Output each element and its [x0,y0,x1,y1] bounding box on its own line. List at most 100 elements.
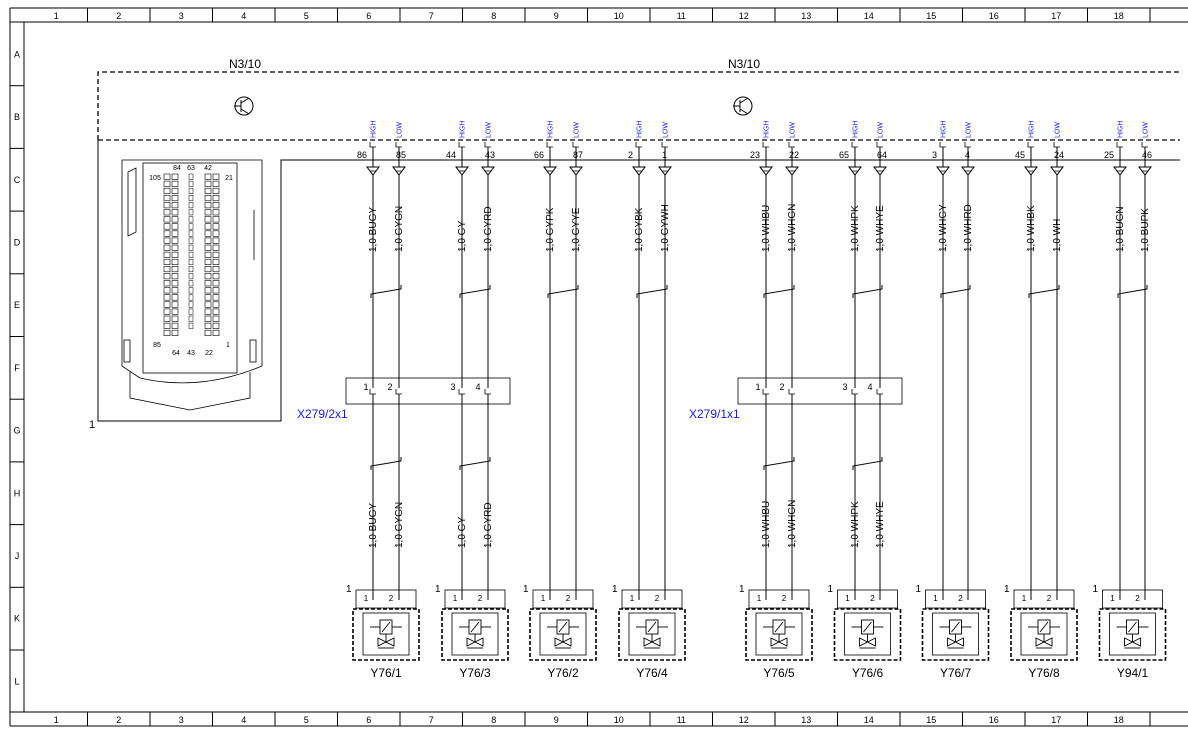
wire: HIGH251,0 BUGN [1104,121,1127,600]
wire: HIGH31,0 WHGY [932,121,950,600]
pin-type-label: LOW [1055,122,1062,138]
column-number: 14 [864,11,874,21]
valve-pin-label: 1 [757,594,762,603]
valve-pin-label: 2 [958,594,963,603]
pin-contact-mark [369,142,376,148]
valve-label: Y76/1 [370,666,402,680]
pin-label: 1 [226,342,230,349]
pin-cell [188,294,194,301]
row-letter: L [14,676,19,686]
pin-cell [204,244,212,251]
pin-cell [204,173,212,180]
column-number: 6 [366,715,371,725]
row-letter: G [13,426,20,436]
transistor-icon [234,96,254,116]
valve-connector-ref: 1 [739,584,745,595]
pin-contact-mark [876,142,883,148]
pin-cell [212,280,220,287]
pin-cell [212,251,220,258]
pin-cell [204,230,212,237]
pin-contact-mark [572,142,579,148]
pin-cell [212,187,220,194]
wire-color-label-lower: 1,0 WHGN [787,500,798,548]
column-number: 11 [677,11,686,21]
pin-cell [171,265,179,273]
control-unit-pin-number: 43 [485,150,495,160]
connector-pin-label: 4 [867,382,872,392]
twisted-pair-mark [852,457,883,470]
column-number: 18 [1114,11,1124,21]
row-letter: H [14,488,21,498]
pin-cell [188,223,194,230]
wire: HIGH451,0 WHBK [1015,121,1038,600]
column-number: 12 [739,715,749,725]
valve-housing [1010,608,1078,661]
pin-cell [212,202,220,209]
pin-cell [163,258,171,266]
pin-cell [212,308,220,315]
pin-cell [163,315,171,322]
pin-cell [163,230,171,237]
connector-pin-label: 2 [779,382,784,392]
twisted-pair-mark [852,285,883,298]
pin-type-label: LOW [397,122,404,138]
pin-cell [188,230,194,237]
wire-color-label-lower: 1,0 BUGY [368,503,379,548]
valve-pin-label: 2 [389,594,394,603]
valve-housing [833,608,902,661]
valve-pin-label: 2 [1047,594,1052,603]
pin-cell [188,273,194,280]
column-number: 5 [304,11,309,21]
twisted-pair-mark [940,285,971,298]
control-unit-pin-number: 25 [1104,150,1114,160]
control-unit-housing [97,140,1180,422]
valve-pin-label: 2 [782,594,787,603]
pin-label: 42 [204,165,212,172]
valve-pin-label: 1 [933,594,938,603]
valve-label: Y76/3 [459,666,491,680]
pin-type-label: HIGH [637,121,644,139]
valve-housing [1098,608,1167,661]
pin-cell [212,230,220,237]
pin-cell [204,265,212,273]
pin-cell [212,329,220,337]
control-unit-connector-ref: 1 [89,419,95,431]
connector-pin-label: 4 [475,382,480,392]
row-letter: K [14,614,20,624]
pin-cell [204,294,212,301]
valve-housing [745,608,813,661]
pin-cell [171,329,179,337]
control-unit-pin-number: 24 [1054,150,1064,160]
control-unit-pin-number: 65 [839,150,849,160]
pin-cell [188,180,194,187]
pin-label: 84 [173,165,181,172]
control-unit-pin-number: 46 [1142,150,1152,160]
column-number: 15 [926,11,936,21]
valve-connector-ref: 1 [1093,584,1099,595]
valve-connector-ref: 1 [612,584,618,595]
pin-contact-mark [635,142,642,148]
pin-cell [188,280,194,287]
row-letter: E [14,300,20,310]
connector-label: X279/2x1 [297,407,348,421]
control-unit-pin-number: 64 [877,150,887,160]
column-number: 12 [739,11,749,21]
column-number: 10 [614,11,624,21]
control-unit-boundary-dashed [97,71,1180,140]
pin-type-label: LOW [1143,122,1150,138]
pin-cell [204,273,212,280]
pin-type-label: HIGH [1029,121,1036,139]
pin-cell [212,273,220,280]
pin-type-label: LOW [790,122,797,138]
column-number: 3 [179,715,184,725]
pin-cell [188,308,194,315]
column-number: 13 [801,11,811,21]
